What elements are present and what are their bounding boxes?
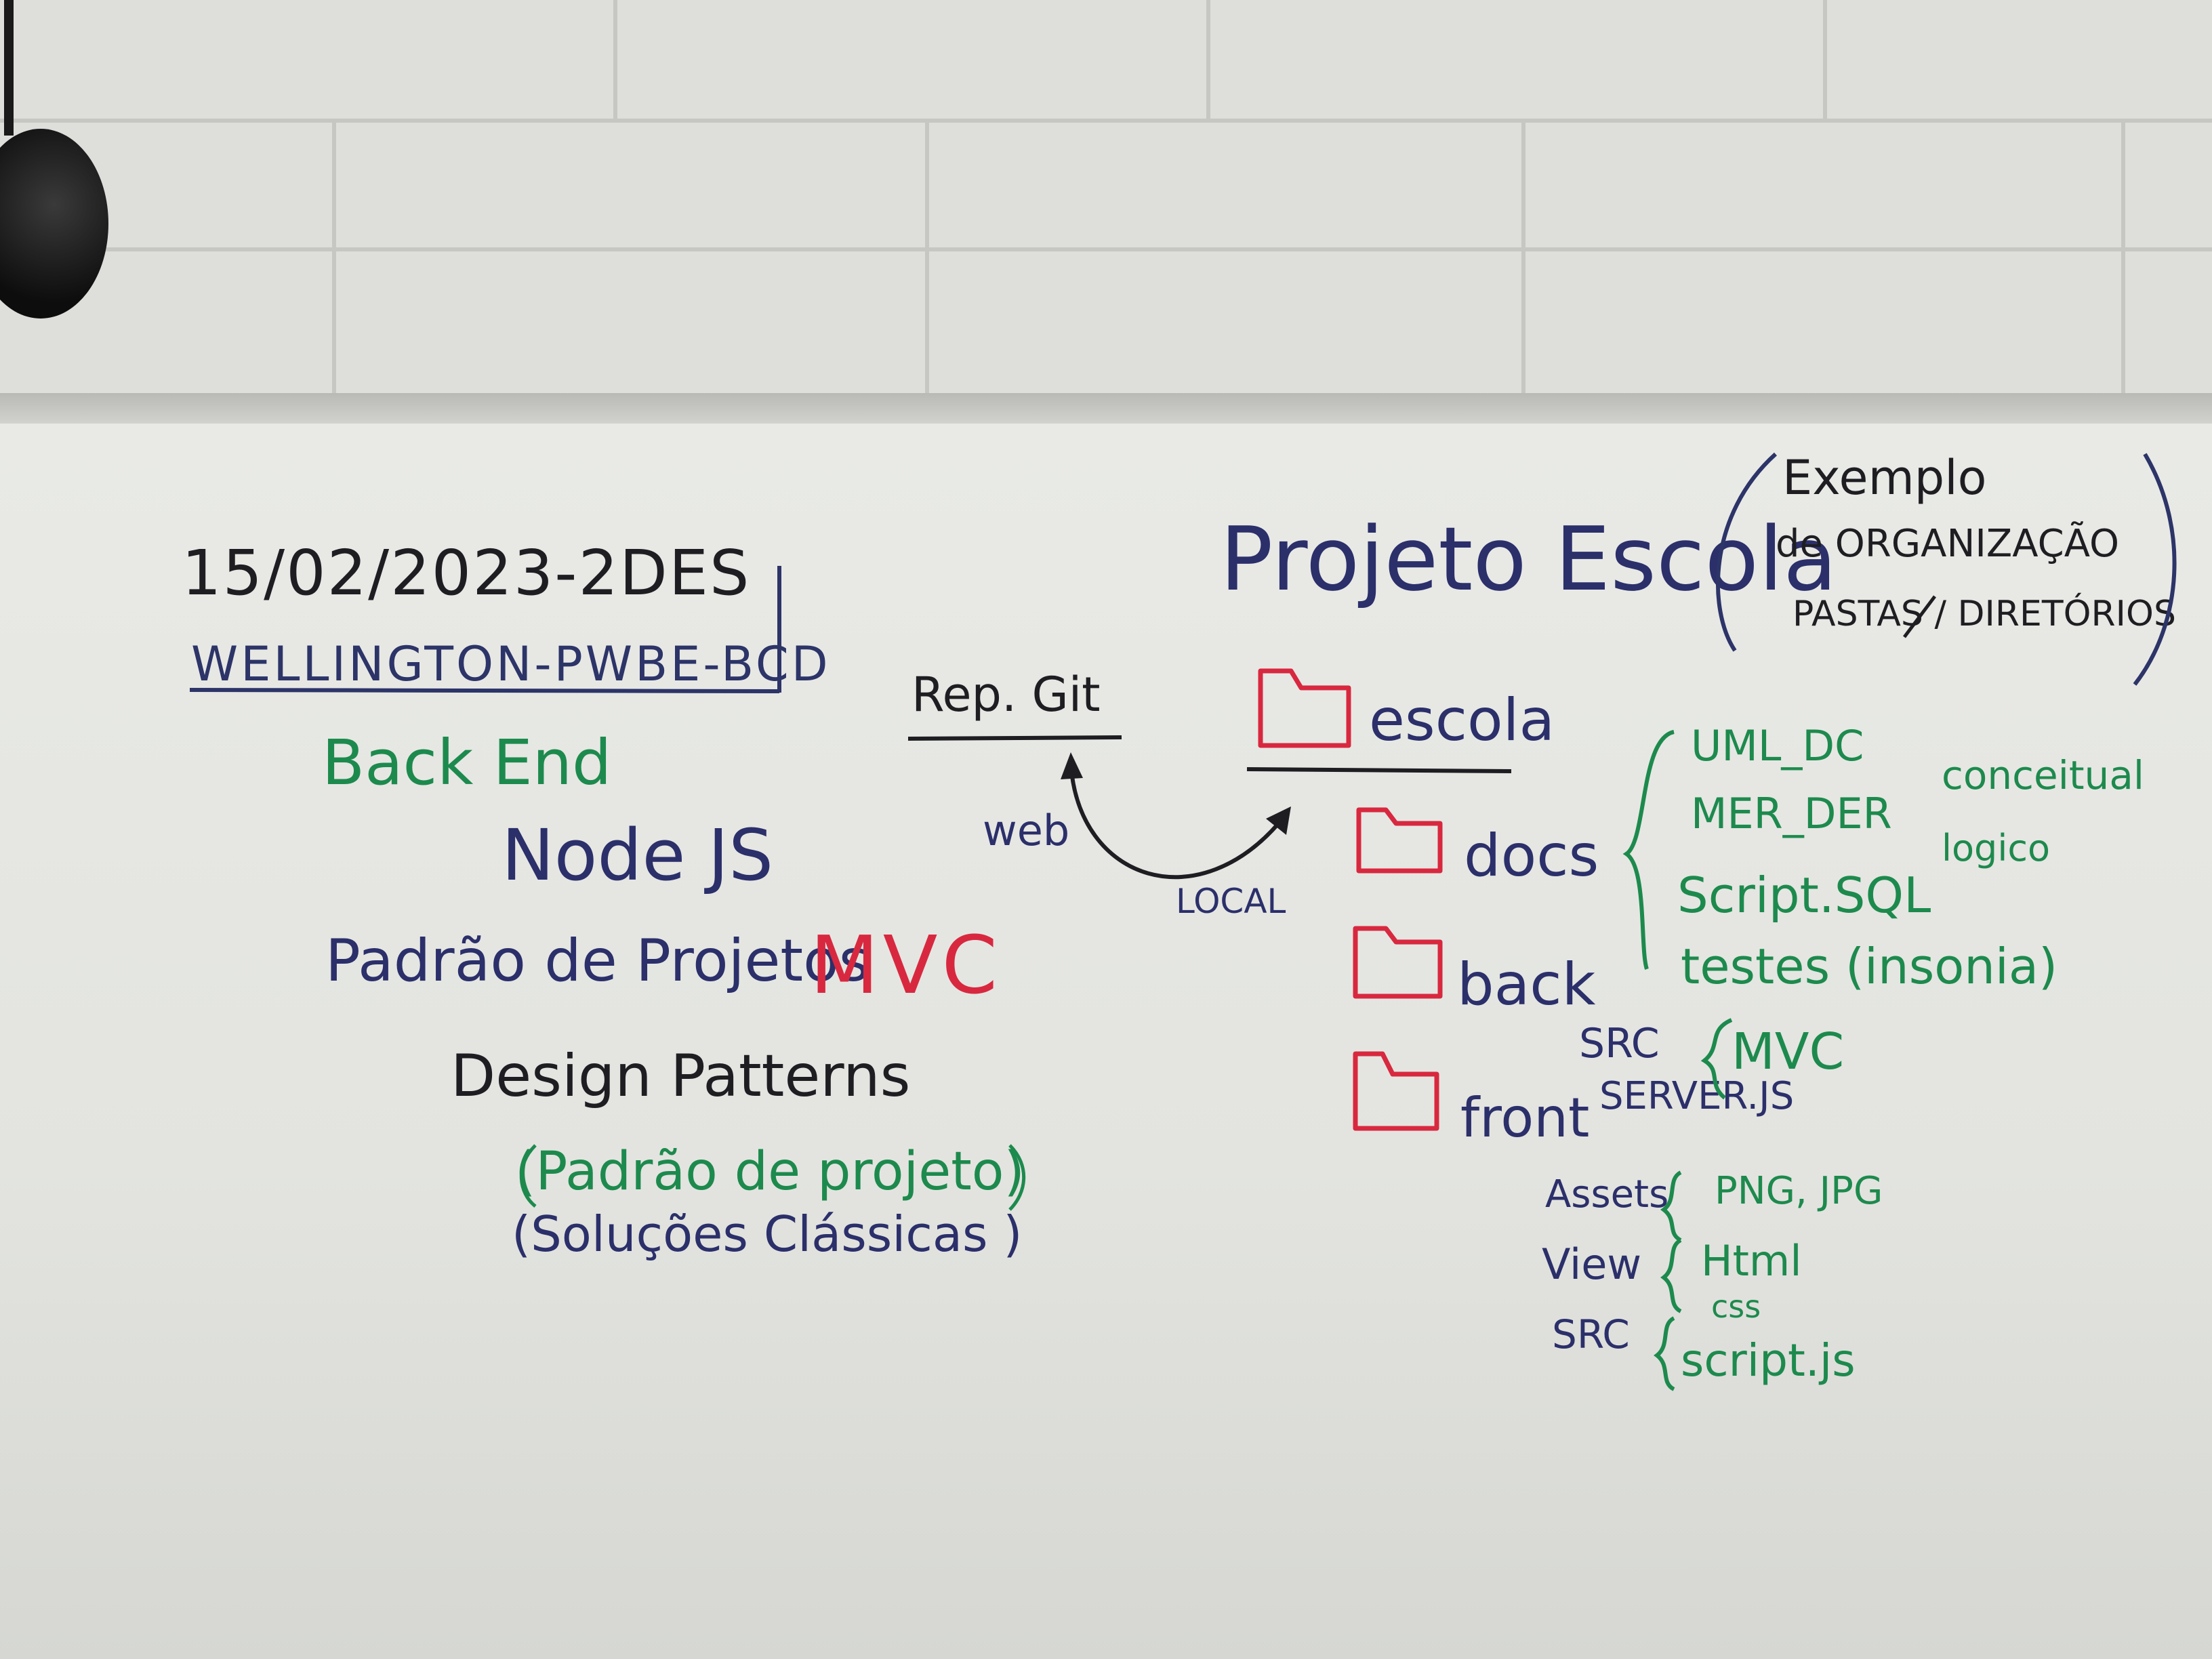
rep-git-underline [907, 735, 1122, 741]
front-assets-value: PNG, JPG [1715, 1169, 1883, 1213]
folder-escola-label: escola [1369, 687, 1555, 754]
local-text: LOCAL [1176, 882, 1286, 921]
padrao-projetos-text: Padrão de Projetos [325, 927, 869, 995]
back-server-label: SERVER.JS [1599, 1074, 1795, 1118]
solucoes-classicas-text: (Soluções Clássicas ) [512, 1206, 1023, 1263]
docs-brace [1622, 730, 1675, 970]
mvc-text: MVC [810, 918, 1002, 1012]
front-src-value: script.js [1681, 1334, 1856, 1387]
docs-note-conceitual: conceitual [1942, 752, 2144, 798]
brick-mortar [925, 122, 929, 393]
brick-mortar [0, 247, 2212, 251]
arrow-head-right [1266, 806, 1291, 835]
brick-mortar [1206, 0, 1210, 119]
pastas-diretorios-text: PASTAS / DIRETÓRIOS [1793, 594, 2176, 634]
node-js-text: Node JS [501, 814, 774, 897]
front-view-html: Html [1701, 1236, 1802, 1286]
brick-mortar [2121, 122, 2125, 393]
src-brace [1654, 1316, 1675, 1391]
front-view-css: css [1711, 1288, 1761, 1325]
front-assets-label: Assets [1545, 1172, 1669, 1216]
organizacao-text: de ORGANIZAÇÃO [1776, 522, 2120, 566]
back-end-text: Back End [322, 726, 612, 799]
escola-underline [1246, 767, 1512, 773]
assets-brace [1660, 1170, 1682, 1242]
docs-note-logico: logico [1942, 827, 2051, 869]
rep-git-text: Rep. Git [912, 667, 1101, 722]
date-line: 15/02/2023-2DES [182, 537, 751, 609]
folder-back-icon [1353, 926, 1443, 999]
pastas-slash [1903, 595, 1936, 638]
lamp [0, 129, 108, 319]
folder-front-icon [1353, 1051, 1439, 1131]
front-src-label: SRC [1552, 1311, 1630, 1357]
exemplo-right-paren [2133, 453, 2177, 686]
brick-mortar [332, 122, 336, 393]
folder-docs-icon [1356, 807, 1443, 874]
design-patterns-text: Design Patterns [451, 1042, 911, 1110]
padrao-right-paren [1008, 1144, 1026, 1211]
docs-item-mer: MER_DER [1691, 789, 1892, 838]
brick-mortar [1521, 122, 1525, 393]
author-line: WELLINGTON-PWBE-BCD [191, 636, 831, 692]
brick-wall [0, 0, 2212, 400]
whiteboard [0, 424, 2212, 1659]
brick-mortar [0, 119, 2212, 123]
git-arrow-curve [1069, 762, 1286, 880]
exemplo-left-paren [1716, 452, 1778, 652]
lamp-cord [4, 0, 14, 136]
exemplo-text: Exemplo [1782, 450, 1987, 506]
docs-item-uml: UML_DC [1691, 721, 1864, 771]
author-underline [189, 688, 780, 693]
folder-back-label: back [1457, 951, 1596, 1019]
folder-escola-icon [1258, 668, 1351, 748]
folder-docs-label: docs [1464, 822, 1599, 890]
docs-item-testes: testes (insonia) [1681, 938, 2058, 995]
whiteboard-rail [0, 393, 2212, 427]
docs-item-script: Script.SQL [1677, 867, 1931, 924]
arrow-head-up [1061, 752, 1083, 779]
view-brace [1660, 1238, 1682, 1313]
padrao-de-projeto-text: (Padrão de projeto) [515, 1141, 1025, 1202]
back-src-label: SRC [1579, 1020, 1660, 1067]
padrao-left-paren [519, 1144, 537, 1208]
front-view-label: View [1542, 1240, 1642, 1289]
brick-mortar [613, 0, 617, 119]
back-mvc-label: MVC [1732, 1023, 1845, 1081]
brick-mortar [1823, 0, 1827, 119]
folder-front-label: front [1460, 1086, 1590, 1149]
projeto-escola-title: Projeto Escola [1220, 508, 1837, 611]
back-src-brace [1700, 1018, 1733, 1100]
web-text: web [983, 806, 1070, 855]
